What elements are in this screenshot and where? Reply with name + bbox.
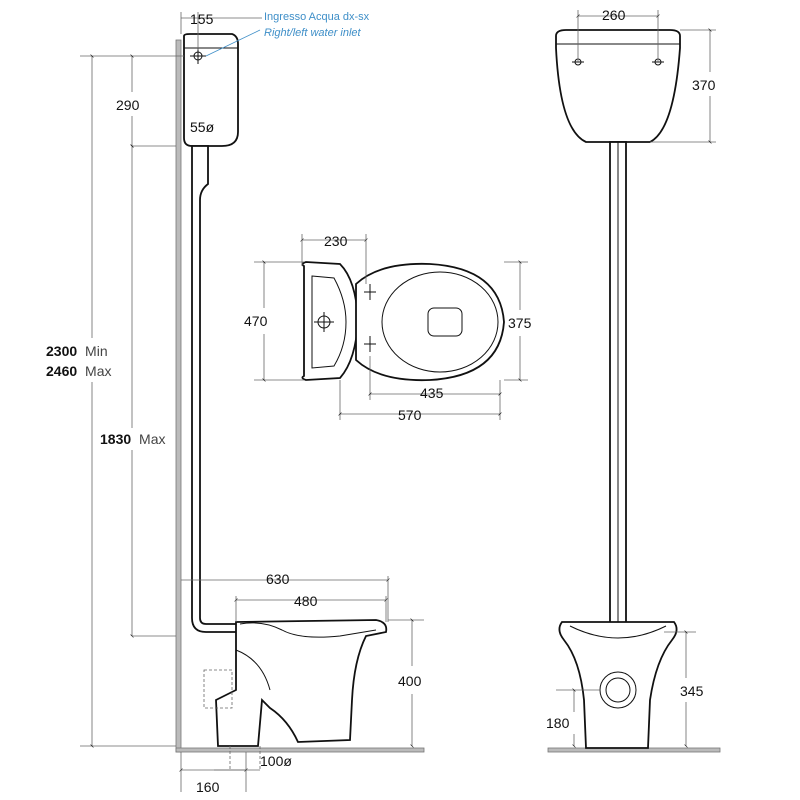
dim-cistern-bottom-value: 1830 <box>100 431 131 447</box>
dim-cistern-width: 260 <box>602 7 626 23</box>
plan-outlet-box <box>427 307 463 337</box>
dim-cistern-bottom: 1830 Max <box>100 431 166 447</box>
dim-cistern-height-front: 370 <box>692 77 716 93</box>
floor-side <box>175 747 425 753</box>
dim-cistern-bottom-unit: Max <box>139 431 165 447</box>
outlet-spigot <box>203 669 233 709</box>
dim-bowl-height: 400 <box>398 673 422 689</box>
dim-depth-total: 630 <box>266 571 290 587</box>
side-view <box>80 12 425 792</box>
dim-outlet-height: 345 <box>680 683 704 699</box>
plan-seat <box>355 262 505 382</box>
dim-outlet-axis: 180 <box>546 715 570 731</box>
dim-outlet-offset: 160 <box>196 779 220 795</box>
dim-total-height-min-unit: Min <box>85 343 108 359</box>
dim-seat-width: 230 <box>324 233 348 249</box>
dim-total-height-max: 2460 Max <box>46 363 112 379</box>
dim-total-height-max-unit: Max <box>85 363 111 379</box>
water-inlet-note-en: Right/left water inlet <box>264 27 362 39</box>
dim-pipe-diameter: 55ø <box>190 119 215 135</box>
wall <box>175 39 182 753</box>
dim-top-width: 470 <box>244 313 268 329</box>
front-bowl <box>558 621 678 749</box>
side-bowl <box>215 619 388 747</box>
dim-outlet-diameter: 100ø <box>260 753 292 769</box>
dim-cistern-offset: 155 <box>190 11 214 27</box>
dim-total-height-max-value: 2460 <box>46 363 77 379</box>
flush-pipe <box>191 145 239 633</box>
dim-total-height-min-value: 2300 <box>46 343 77 359</box>
front-view <box>547 10 721 753</box>
water-inlet-note-it: Ingresso Acqua dx-sx <box>264 11 370 23</box>
dim-bowl-depth: 480 <box>294 593 318 609</box>
dim-seat-inner-width: 375 <box>508 315 532 331</box>
dim-seat-length: 435 <box>420 385 444 401</box>
dim-cistern-height-side: 290 <box>116 97 140 113</box>
plan-view <box>254 234 528 420</box>
front-cistern <box>555 29 681 143</box>
dim-total-height-min: 2300 Min <box>46 343 108 359</box>
dim-top-length: 570 <box>398 407 422 423</box>
